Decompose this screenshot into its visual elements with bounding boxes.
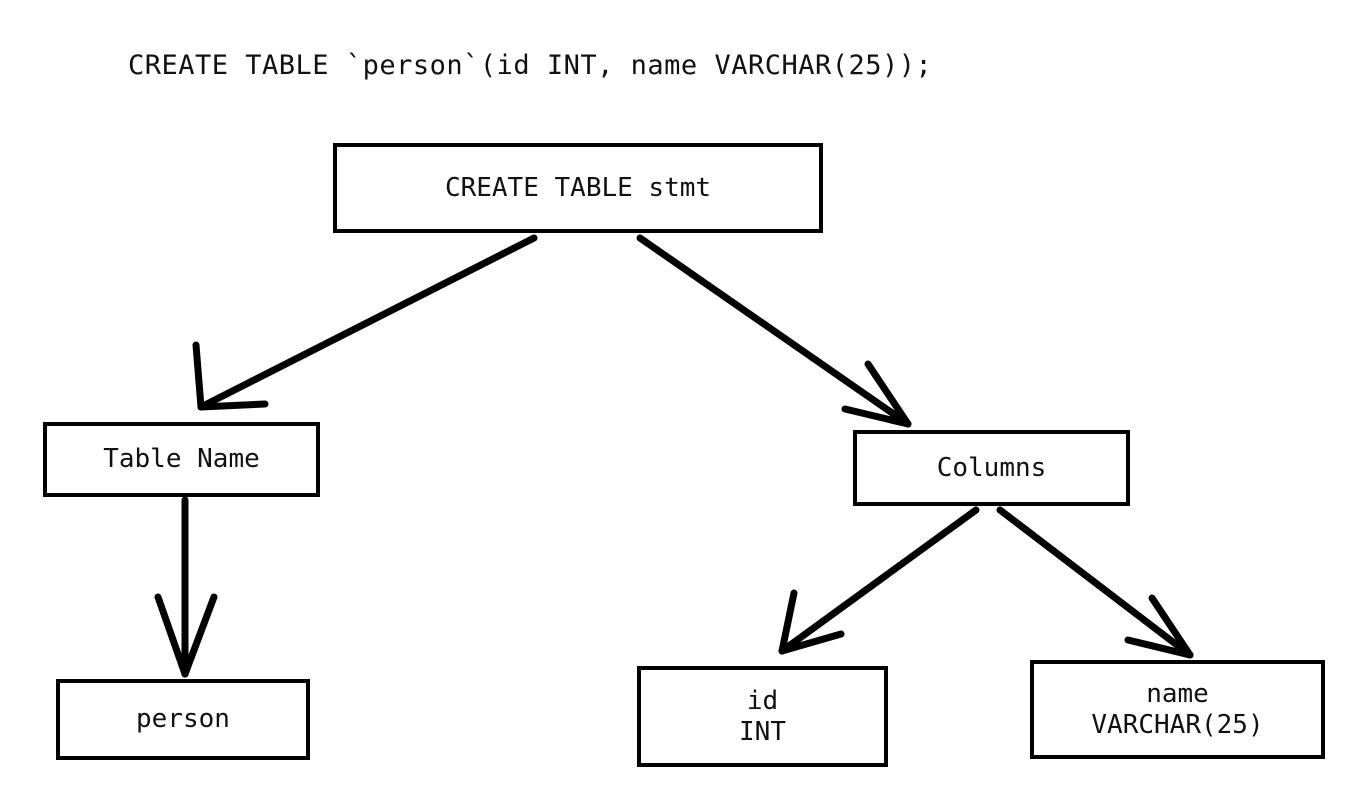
node-column-name: id [746, 685, 779, 716]
node-person[interactable]: person [56, 679, 310, 760]
node-label: person [136, 704, 230, 735]
edge-root-to-table-name [192, 234, 538, 411]
node-create-table-stmt[interactable]: CREATE TABLE stmt [333, 143, 823, 233]
node-columns[interactable]: Columns [853, 430, 1130, 506]
node-column-type: INT [739, 716, 786, 747]
edge-columns-to-col-name [996, 506, 1194, 659]
node-column-id[interactable]: id INT [637, 666, 888, 767]
node-column-name-varchar[interactable]: name VARCHAR(25) [1030, 660, 1325, 759]
node-label: CREATE TABLE stmt [444, 172, 712, 203]
node-column-name: name [1146, 678, 1209, 709]
node-label: Columns [936, 452, 1047, 483]
edge-root-to-columns [636, 234, 912, 428]
page-title: CREATE TABLE `person`(id INT, name VARCH… [128, 50, 933, 81]
node-table-name[interactable]: Table Name [43, 422, 320, 497]
edge-columns-to-col-id [778, 506, 980, 655]
node-column-type: VARCHAR(25) [1091, 709, 1264, 740]
node-label: Table Name [103, 444, 260, 475]
edge-table-name-to-person [154, 496, 218, 678]
